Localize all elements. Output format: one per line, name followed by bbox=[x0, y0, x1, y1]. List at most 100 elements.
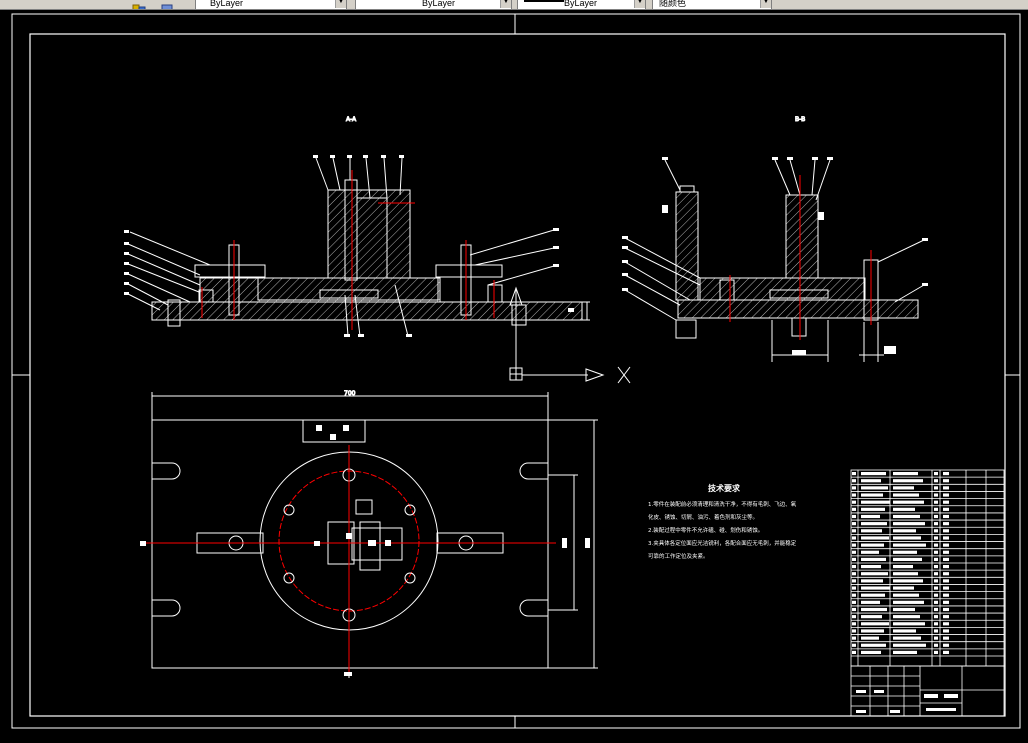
chevron-down-icon[interactable]: ▼ bbox=[500, 0, 511, 8]
bom-cell-text bbox=[943, 600, 949, 604]
linetype-combo-value: ByLayer bbox=[422, 0, 456, 8]
bom-cell-text bbox=[852, 579, 856, 583]
bom-cell-text bbox=[893, 507, 915, 511]
bom-cell-text bbox=[852, 472, 856, 476]
bom-cell-text bbox=[934, 629, 938, 633]
bom-cell-text bbox=[852, 636, 856, 640]
bom-cell-text bbox=[861, 550, 879, 554]
tech-line-1: 1.零件在装配前必须清理和清洗干净，不得有毛刺、飞边、氧 bbox=[648, 500, 797, 508]
bom-cell-text bbox=[934, 636, 938, 640]
drawing-canvas[interactable]: A-A bbox=[0, 10, 1028, 743]
inner-frame bbox=[29, 33, 1006, 717]
bom-cell-text bbox=[934, 622, 938, 626]
bom-cell-text bbox=[943, 500, 949, 504]
layer-previous-icon[interactable] bbox=[160, 0, 174, 9]
layer-combo[interactable]: ByLayer ▼ bbox=[195, 0, 347, 9]
bom-cell-text bbox=[852, 529, 856, 533]
bom-cell-text bbox=[943, 472, 949, 476]
bom-cell-text bbox=[861, 514, 880, 519]
plotstyle-combo-value: 随颜色 bbox=[659, 0, 687, 8]
bom-cell-text bbox=[893, 586, 914, 590]
bom-cell-text bbox=[934, 615, 938, 619]
bom-cell-text bbox=[893, 536, 921, 540]
bom-cell-text bbox=[943, 529, 949, 533]
bom-cell-text bbox=[893, 643, 926, 647]
bom-cell-text bbox=[934, 543, 938, 547]
bom-cell-text bbox=[861, 529, 882, 533]
bom-cell-text bbox=[943, 579, 949, 583]
bom-cell-text bbox=[943, 572, 949, 576]
bom-cell-text bbox=[943, 486, 949, 490]
bom-cell-text bbox=[943, 493, 949, 497]
bom-cell-text bbox=[943, 629, 949, 633]
bom-cell-text bbox=[852, 522, 856, 526]
bom-cell-text bbox=[852, 507, 856, 511]
layer-states-icon[interactable] bbox=[132, 0, 146, 9]
bom-cell-text bbox=[861, 615, 882, 619]
bom-cell-text bbox=[852, 607, 856, 612]
bom-cell-text bbox=[893, 636, 921, 640]
tech-line-5: 可靠的工作定位及夹紧。 bbox=[648, 552, 709, 560]
bom-cell-text bbox=[893, 579, 923, 583]
bom-cell-text bbox=[893, 565, 913, 569]
bom-cell-text bbox=[893, 572, 918, 576]
bom-cell-text bbox=[852, 479, 856, 483]
bom-cell-text bbox=[852, 586, 856, 590]
bom-cell-text bbox=[943, 507, 949, 511]
lineweight-combo-value: ByLayer bbox=[564, 0, 598, 8]
bom-cell-text bbox=[943, 643, 949, 647]
tech-line-3: 2.装配过程中零件不允许磕、碰、划伤和锈蚀。 bbox=[648, 526, 763, 534]
bom-cell-text bbox=[934, 557, 938, 561]
bom-cell-text bbox=[852, 600, 856, 604]
bom-cell-text bbox=[934, 486, 938, 490]
bom-cell-text bbox=[852, 565, 856, 569]
bom-cell-text bbox=[893, 550, 917, 554]
bom-cell-text bbox=[943, 650, 949, 654]
title-block bbox=[850, 665, 1005, 717]
bom-cell-text bbox=[893, 543, 926, 547]
bom-cell-text bbox=[934, 500, 938, 504]
chevron-down-icon[interactable]: ▼ bbox=[634, 0, 645, 8]
bom-cell-text bbox=[893, 629, 916, 633]
bom-cell-text bbox=[893, 622, 925, 626]
bom-cell-text bbox=[943, 550, 949, 554]
bom-cell-text bbox=[861, 593, 885, 597]
bom-cell-text bbox=[934, 529, 938, 533]
bom-cell-text bbox=[861, 472, 886, 476]
bom-cell-text bbox=[943, 514, 949, 519]
bom-cell-text bbox=[943, 636, 949, 640]
bom-cell-text bbox=[893, 486, 914, 490]
bom-cell-text bbox=[943, 557, 949, 561]
bom-cell-text bbox=[934, 472, 938, 476]
lineweight-combo[interactable]: ByLayer ▼ bbox=[517, 0, 646, 9]
bom-cell-text bbox=[852, 572, 856, 576]
technical-requirements: 技术要求 1.零件在装配前必须清理和清洗干净，不得有毛刺、飞边、氧 化皮、锈蚀、… bbox=[648, 483, 797, 560]
bom-cell-text bbox=[934, 514, 938, 519]
bom-cell-text bbox=[934, 572, 938, 576]
bom-cell-text bbox=[943, 593, 949, 597]
bom-cell-text bbox=[852, 550, 856, 554]
bom-cell-text bbox=[852, 557, 856, 561]
bom-cell-text bbox=[861, 607, 887, 612]
bom-cell-text bbox=[861, 507, 885, 511]
bom-cell-text bbox=[893, 514, 920, 519]
bom-cell-text bbox=[943, 543, 949, 547]
bom-cell-text bbox=[852, 514, 856, 519]
linetype-combo[interactable]: ByLayer ▼ bbox=[355, 0, 512, 9]
bom-cell-text bbox=[893, 615, 920, 619]
bom-cell-text bbox=[852, 543, 856, 547]
plotstyle-combo[interactable]: 随颜色 ▼ bbox=[652, 0, 772, 9]
bom-cell-text bbox=[861, 579, 883, 583]
bom-cell-text bbox=[861, 479, 881, 483]
bom-cell-text bbox=[861, 557, 886, 561]
bom-cell-text bbox=[934, 507, 938, 511]
chevron-down-icon[interactable]: ▼ bbox=[760, 0, 771, 8]
bom-cell-text bbox=[861, 536, 889, 540]
bom-cell-text bbox=[934, 550, 938, 554]
tech-line-4: 3.夹具体各定位面应光洁锐利，各配合面应无毛刺，并能稳定 bbox=[648, 539, 797, 547]
chevron-down-icon[interactable]: ▼ bbox=[335, 0, 346, 8]
view-label-right: B-B bbox=[795, 116, 805, 123]
tech-line-2: 化皮、锈蚀、切屑、油污、着色剂和灰尘等。 bbox=[648, 513, 758, 521]
bom-cell-text bbox=[943, 479, 949, 483]
bom-cell-text bbox=[943, 622, 949, 626]
